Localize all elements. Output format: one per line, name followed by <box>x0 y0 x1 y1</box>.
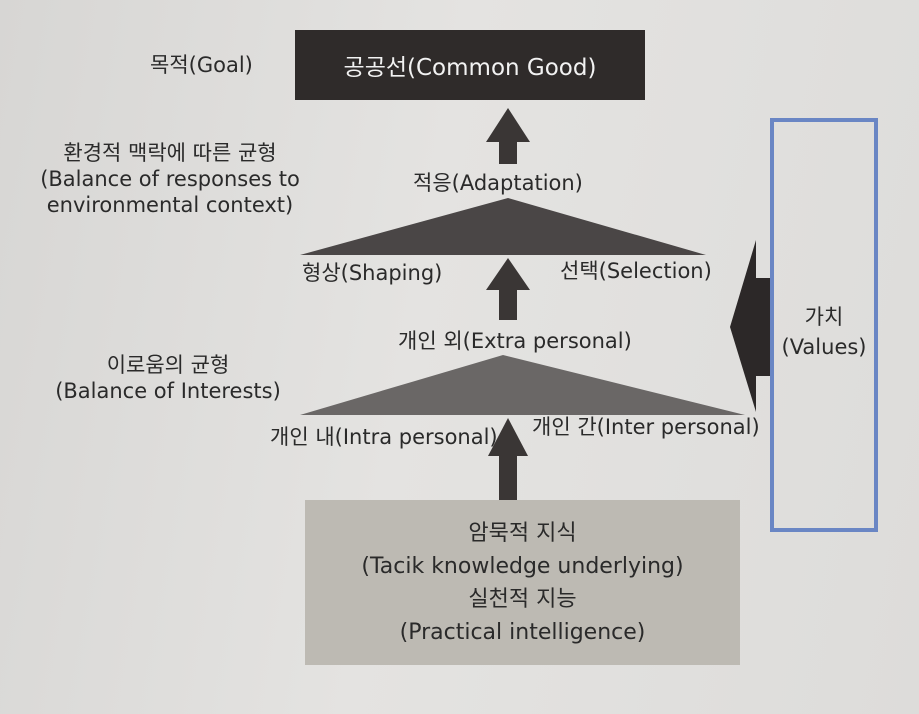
interests-balance-korean: 이로움의 균형 <box>106 353 230 377</box>
values-label: 가치 (Values) <box>770 302 878 362</box>
inter-personal-label: 개인 간(Inter personal) <box>532 415 760 439</box>
practical-intelligence-box: 암묵적 지식 (Tacik knowledge underlying) 실천적 … <box>305 500 740 665</box>
interests-balance-english: (Balance of Interests) <box>55 379 281 403</box>
adaptation-label: 적응(Adaptation) <box>413 171 583 195</box>
environmental-balance-english-1: (Balance of responses to <box>40 167 300 191</box>
practical-intelligence-english: (Practical intelligence) <box>399 619 646 645</box>
arrow-adaptation-to-goal <box>486 108 530 164</box>
extra-personal-label: 개인 외(Extra personal) <box>398 329 632 353</box>
environmental-balance-label: 환경적 맥락에 따른 균형 (Balance of responses to e… <box>40 140 300 218</box>
upper-balance-triangle <box>300 198 706 255</box>
selection-label: 선택(Selection) <box>560 259 712 283</box>
shaping-label: 형상(Shaping) <box>302 261 443 285</box>
practical-intelligence-korean: 실천적 지능 <box>468 586 577 612</box>
values-arrow-left <box>730 240 772 412</box>
values-korean: 가치 <box>804 305 844 329</box>
tacit-knowledge-korean: 암묵적 지식 <box>468 520 577 546</box>
values-box <box>770 118 878 532</box>
common-good-box: 공공선(Common Good) <box>295 30 645 100</box>
environmental-balance-korean: 환경적 맥락에 따른 균형 <box>63 141 277 165</box>
values-english: (Values) <box>781 335 867 359</box>
common-good-text: 공공선(Common Good) <box>343 55 597 81</box>
interests-balance-label: 이로움의 균형 (Balance of Interests) <box>52 352 284 404</box>
tacit-knowledge-english: (Tacik knowledge underlying) <box>361 553 684 579</box>
arrow-base-to-personal <box>488 418 528 504</box>
intra-personal-label: 개인 내(Intra personal) <box>270 425 498 449</box>
goal-label: 목적(Goal) <box>150 53 253 77</box>
lower-balance-triangle <box>300 355 745 415</box>
arrow-personal-to-adaptation <box>486 258 530 320</box>
environmental-balance-english-2: environmental context) <box>46 193 294 217</box>
